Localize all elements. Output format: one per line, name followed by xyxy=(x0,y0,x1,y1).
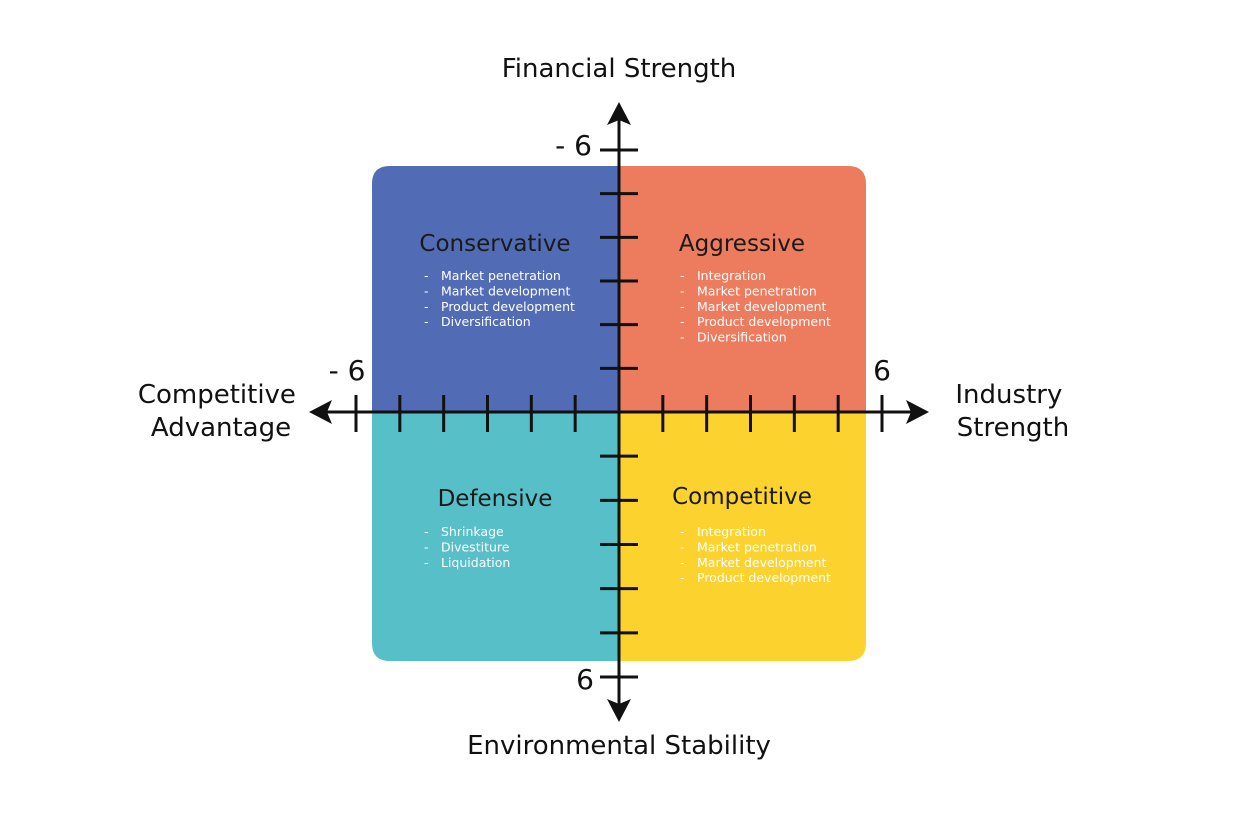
list-item: Product development xyxy=(697,570,831,585)
list-bullet: - xyxy=(680,268,685,283)
axis-title-left: Competitive Advantage xyxy=(138,380,304,443)
list-item: Market penetration xyxy=(697,539,817,554)
axis-title-left-line1: Competitive xyxy=(138,380,296,410)
axis-title-right-line1: Industry xyxy=(955,380,1062,410)
list-item: Market development xyxy=(697,299,826,314)
quadrant-conservative-title: Conservative xyxy=(419,231,570,257)
list-item: Product development xyxy=(441,299,575,314)
axis-title-right-line2: Strength xyxy=(957,413,1069,443)
quadrant-aggressive-list: -Integration-Market penetration-Market d… xyxy=(680,268,831,345)
arrow-down-icon xyxy=(607,699,631,722)
quadrant-defensive-title: Defensive xyxy=(438,486,553,512)
list-bullet: - xyxy=(424,524,429,539)
axis-label-right: 6 xyxy=(873,354,891,387)
list-item: Market penetration xyxy=(441,268,561,283)
axis-title-right: Industry Strength xyxy=(955,380,1070,443)
list-bullet: - xyxy=(680,299,685,314)
list-item: Market penetration xyxy=(697,283,817,298)
list-item: Shrinkage xyxy=(441,524,504,539)
list-bullet: - xyxy=(424,299,429,314)
axis-ticks xyxy=(354,148,884,679)
arrow-right-icon xyxy=(906,400,929,424)
axis-label-top: - 6 xyxy=(555,129,592,162)
quadrant-aggressive-title: Aggressive xyxy=(679,231,805,257)
list-item: Diversification xyxy=(697,330,787,345)
quadrant-competitive-title: Competitive xyxy=(672,484,812,510)
arrow-left-icon xyxy=(309,400,332,424)
axis-title-bottom: Environmental Stability xyxy=(467,731,771,761)
list-item: Market development xyxy=(697,555,826,570)
list-bullet: - xyxy=(680,314,685,329)
list-bullet: - xyxy=(680,555,685,570)
axis-title-top: Financial Strength xyxy=(502,54,737,84)
list-item: Integration xyxy=(697,524,766,539)
list-item: Product development xyxy=(697,314,831,329)
list-bullet: - xyxy=(424,555,429,570)
list-item: Liquidation xyxy=(441,555,510,570)
list-bullet: - xyxy=(424,539,429,554)
quadrant-defensive-bg xyxy=(372,412,619,661)
list-bullet: - xyxy=(680,283,685,298)
list-item: Market development xyxy=(441,283,570,298)
quadrant-conservative-list: -Market penetration-Market development-P… xyxy=(424,268,575,329)
quadrant-conservative-bg xyxy=(372,166,619,412)
list-bullet: - xyxy=(424,268,429,283)
list-bullet: - xyxy=(424,283,429,298)
list-bullet: - xyxy=(680,524,685,539)
list-bullet: - xyxy=(680,570,685,585)
list-item: Divestiture xyxy=(441,539,510,554)
axis-title-left-line2: Advantage xyxy=(151,413,291,443)
list-item: Integration xyxy=(697,268,766,283)
quadrant-competitive-bg xyxy=(619,412,866,661)
arrow-up-icon xyxy=(607,102,631,125)
quadrant-competitive-list: -Integration-Market penetration-Market d… xyxy=(680,524,831,585)
quadrant-aggressive-bg xyxy=(619,166,866,412)
quadrant-defensive-list: -Shrinkage-Divestiture-Liquidation xyxy=(424,524,510,570)
list-bullet: - xyxy=(424,314,429,329)
axis-label-bottom: 6 xyxy=(576,663,594,696)
list-item: Diversification xyxy=(441,314,531,329)
axis-label-left: - 6 xyxy=(329,354,366,387)
list-bullet: - xyxy=(680,539,685,554)
list-bullet: - xyxy=(680,330,685,345)
